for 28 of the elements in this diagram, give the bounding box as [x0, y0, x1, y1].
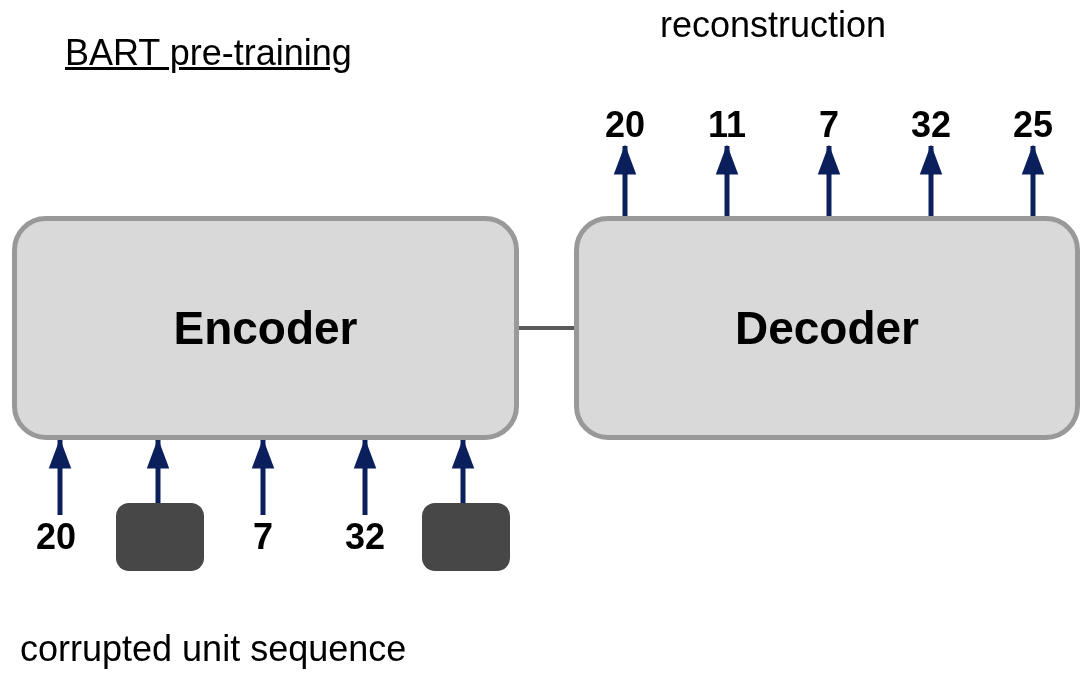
caption-text: corrupted unit sequence — [20, 628, 407, 670]
arrow — [715, 144, 739, 216]
arrow — [251, 438, 275, 515]
model-box — [12, 216, 519, 440]
token-number: 7 — [819, 107, 839, 143]
mask-token-box — [116, 503, 204, 571]
caption-text: reconstruction — [660, 4, 887, 46]
token-number: 20 — [35, 519, 76, 555]
token-number: 32 — [910, 107, 951, 143]
token-number: 32 — [344, 519, 385, 555]
arrow — [1021, 144, 1045, 216]
box-title: Decoder — [734, 301, 920, 355]
diagram-title: BART pre-training — [65, 32, 352, 74]
arrow — [48, 438, 72, 515]
arrow — [353, 438, 377, 515]
token-number: 25 — [1012, 107, 1053, 143]
connector-line — [519, 326, 574, 330]
token-number: 11 — [707, 107, 747, 143]
token-number: 7 — [253, 519, 273, 555]
token-number: 20 — [604, 107, 645, 143]
box-title: Encoder — [173, 301, 358, 355]
arrow — [451, 438, 475, 503]
model-box — [574, 216, 1080, 440]
arrow — [613, 144, 637, 216]
arrow — [919, 144, 943, 216]
arrow — [146, 438, 170, 503]
mask-token-box — [422, 503, 510, 571]
arrow — [817, 144, 841, 216]
